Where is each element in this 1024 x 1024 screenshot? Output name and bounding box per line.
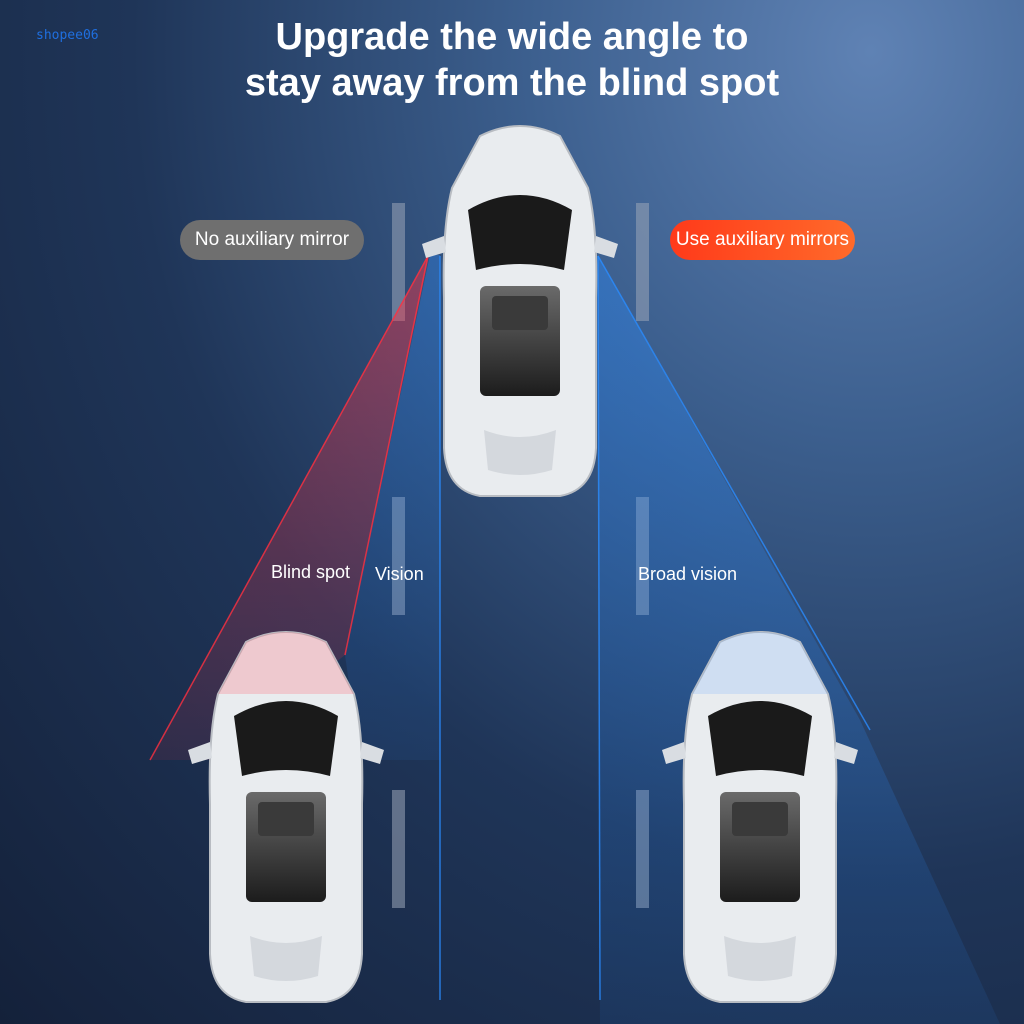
lane-mark <box>392 203 405 321</box>
use-mirrors-label: Use auxiliary mirrors <box>670 220 855 260</box>
blind-spot-label: Blind spot <box>271 562 351 582</box>
lane-mark <box>636 203 649 321</box>
main-car-image <box>421 125 619 497</box>
headline-line-1: Upgrade the wide angle to <box>275 16 749 58</box>
headline-line-2: stay away from the blind spot <box>244 62 780 104</box>
broad-vision-label: Broad vision <box>638 564 738 584</box>
left-vision-beam <box>345 255 440 760</box>
left-car-image <box>187 631 385 1003</box>
vision-label: Vision <box>375 564 424 584</box>
shop-watermark: shopee06 <box>36 28 99 43</box>
no-mirror-label: No auxiliary mirror <box>180 220 364 260</box>
right-car-image <box>661 631 859 1003</box>
lane-mark <box>392 790 405 908</box>
